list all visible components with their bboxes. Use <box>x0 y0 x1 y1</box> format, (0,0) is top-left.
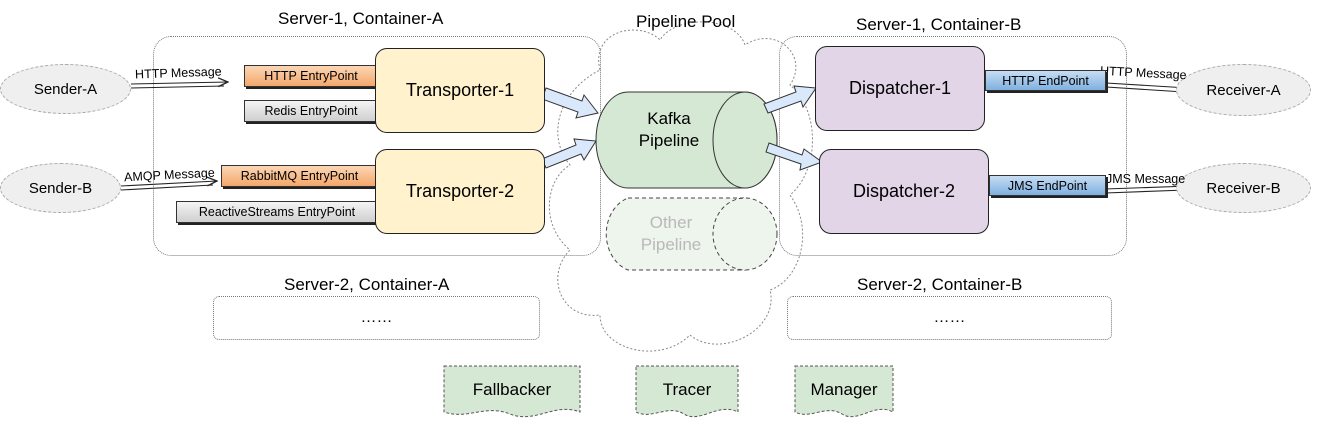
server2-container-b-label: Server-2, Container-B <box>857 275 1023 294</box>
http-entrypoint: HTTP EntryPoint <box>244 65 378 87</box>
tracer-banner <box>635 365 739 418</box>
jms-message-label: JMS Message <box>1106 172 1186 186</box>
block-arrows <box>541 85 824 171</box>
jms-endpoint: JMS EndPoint <box>989 175 1106 196</box>
server1-container-b-label: Server-1, Container-B <box>856 15 1022 34</box>
server2-container-a-label: Server-2, Container-A <box>284 275 450 294</box>
pipeline-pool-label: Pipeline Pool <box>636 12 736 31</box>
sender-b: Sender-B <box>0 163 121 213</box>
other-pipeline-label: Other Pipeline <box>612 212 730 256</box>
manager-banner <box>794 365 894 418</box>
arrow-kafka-to-dispatcher2 <box>765 142 824 171</box>
server1-container-b <box>779 36 1127 256</box>
other-pipeline-line2: Pipeline <box>640 235 702 254</box>
sender-a: Sender-A <box>0 64 131 114</box>
message-arrows <box>120 82 1190 194</box>
kafka-pipeline-label: Kafka Pipeline <box>610 108 728 152</box>
receiver-b: Receiver-B <box>1176 163 1311 213</box>
other-pipeline-line1: Other <box>649 213 693 232</box>
arrow-transporter2-to-kafka <box>541 138 597 169</box>
kafka-pipeline-shape <box>595 91 778 189</box>
kafka-pipeline-line1: Kafka <box>647 109 691 128</box>
kafka-pipeline-line2: Pipeline <box>638 131 700 150</box>
server1-container-a-label: Server-1, Container-A <box>278 9 444 28</box>
receiver-a: Receiver-A <box>1176 64 1311 116</box>
server2-container-b: …… <box>787 296 1112 340</box>
fallbacker-banner <box>443 365 581 418</box>
reactivestreams-entrypoint: ReactiveStreams EntryPoint <box>176 201 378 223</box>
tracer-label: Tracer <box>662 380 712 399</box>
redis-entrypoint: Redis EntryPoint <box>244 100 378 122</box>
transporter-1: Transporter-1 <box>375 48 545 133</box>
arrow-kafka-to-dispatcher1 <box>763 85 817 114</box>
transporter-2: Transporter-2 <box>375 149 545 234</box>
tool-banners <box>443 365 894 418</box>
rabbitmq-entrypoint: RabbitMQ EntryPoint <box>221 165 378 187</box>
dispatcher-1: Dispatcher-1 <box>815 46 985 131</box>
fallbacker-label: Fallbacker <box>472 380 552 399</box>
arrow-transporter1-to-kafka <box>541 87 599 119</box>
dispatcher-2: Dispatcher-2 <box>819 149 989 234</box>
other-pipeline-shape <box>605 197 778 271</box>
server2-container-a: …… <box>213 296 540 340</box>
manager-label: Manager <box>810 380 878 399</box>
http-endpoint: HTTP EndPoint <box>985 70 1106 91</box>
